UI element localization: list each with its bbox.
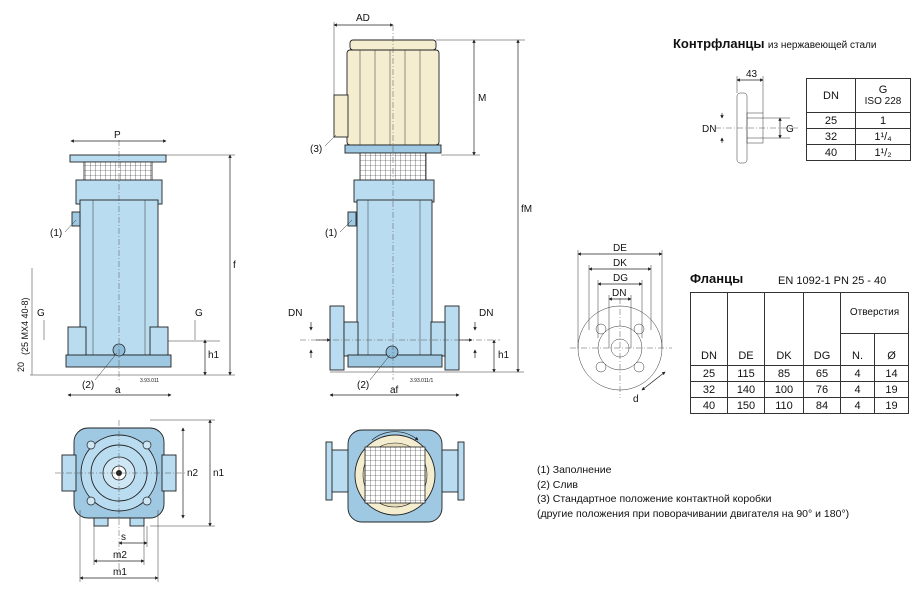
- table-header-cell: DE: [727, 292, 765, 366]
- flange-title: Фланцы: [690, 271, 744, 286]
- middle-pump-body: [356, 199, 433, 356]
- left-inlet-port: [67, 326, 87, 358]
- middle-inlet-flange: [329, 305, 345, 371]
- table-row: 25 115 85 65 4 14: [690, 365, 909, 382]
- table-row: 32 140 100 76 4 19: [690, 381, 909, 398]
- dim-label-h1-left: h1: [208, 350, 220, 361]
- motor-body: [346, 49, 440, 146]
- middle-outlet-flange: [444, 305, 460, 371]
- left-top-plate: [69, 154, 167, 163]
- note-filling: (1) Заполнение: [537, 464, 612, 476]
- middle-pump-dimensions: AD M fM af h1 DN DN (3) (1) (2) 3.93.011…: [288, 13, 532, 397]
- table-header-cell: DN: [806, 78, 856, 113]
- bolt-hole-icon: [595, 323, 607, 335]
- dim-label-m1: m1: [113, 567, 127, 578]
- counterflange-title: Контрфланцы из нержавеющей стали: [673, 36, 876, 51]
- dim-label-m2: m2: [113, 550, 127, 561]
- note-drain: (2) Слив: [537, 478, 578, 491]
- left-pump-side-view: [65, 140, 172, 380]
- bolt-icon: [142, 440, 152, 450]
- table-header-cell: DN: [690, 292, 728, 366]
- dim-label-43: 43: [746, 69, 758, 80]
- dim-label-d: d: [633, 394, 639, 405]
- dim-label-de: DE: [613, 243, 627, 254]
- callout-filling-middle: (1): [325, 228, 337, 239]
- left-pump-dimensions: P f a h1 G G (1) (2) (25 MX4 40-8) 20 3.…: [16, 130, 236, 397]
- callout-terminal-box: (3): [310, 144, 322, 155]
- table-header-cell: DK: [764, 292, 804, 366]
- bolt-hole-icon: [595, 361, 607, 373]
- dim-label-a: a: [115, 385, 121, 396]
- base-top-view-dimensions: n2 n1 s m2 m1: [79, 419, 225, 582]
- dim-label-ad: AD: [356, 13, 370, 24]
- counterflange-title-text: Контрфланцы: [673, 36, 765, 51]
- flange-sketch: DE DK DG DN d: [570, 243, 672, 405]
- callout-drain-middle: (2): [357, 380, 369, 391]
- counterflange-sketch: 43 DN G: [702, 69, 800, 164]
- middle-pump-side-view: [300, 25, 500, 380]
- counterflange-table: DN G ISO 228 25 1 32 1¹/₄ 40 1¹/₂: [806, 78, 911, 161]
- legend-notes: (1) Заполнение (2) Слив (3) Стандартное …: [537, 463, 849, 521]
- bolt-hole-icon: [633, 361, 645, 373]
- table-row: 40 150 110 84 4 19: [690, 397, 909, 414]
- base-top-view: [55, 420, 185, 575]
- bolt-icon: [86, 496, 96, 506]
- dim-label-dn-counterflange: DN: [702, 124, 716, 135]
- dim-label-dn-flange: DN: [612, 288, 626, 299]
- callout-drain-left: (2): [82, 380, 94, 391]
- table-header-cell: DG: [803, 292, 841, 366]
- drawing-number-left: 3.93.011: [140, 378, 159, 384]
- table-row: 32 1¹/₄: [806, 128, 911, 145]
- note-terminal-box: (3) Стандартное положение контактной кор…: [537, 493, 772, 505]
- holes-header-cell: Отверстия N. Ø: [840, 292, 909, 366]
- table-row: 25 1: [806, 112, 911, 129]
- dim-label-g-left: G: [37, 308, 45, 319]
- left-outlet-port: [149, 326, 169, 358]
- dim-label-m: M: [478, 93, 486, 104]
- table-header-cell: G ISO 228: [855, 78, 911, 113]
- table-row: 40 1¹/₂: [806, 144, 911, 161]
- dim-label-h1-middle: h1: [498, 350, 510, 361]
- dim-label-20: 20: [16, 362, 26, 372]
- flange-table: DN DE DK DG Отверстия N. Ø 25 115 85 65 …: [690, 292, 909, 414]
- drawing-number-middle: 3.93.011/1: [410, 378, 433, 384]
- callout-filling-left: (1): [50, 228, 62, 239]
- dim-label-n2: n2: [187, 468, 199, 479]
- flanged-base-top-view: [325, 429, 465, 523]
- dim-label-p: P: [114, 130, 121, 141]
- drain-plug-icon: [385, 345, 399, 359]
- bolt-hole-icon: [633, 323, 645, 335]
- bolt-icon: [142, 496, 152, 506]
- dim-label-g-right: G: [195, 308, 203, 319]
- terminal-box: [333, 94, 349, 138]
- flange-standard: EN 1092-1 PN 25 - 40: [778, 275, 887, 287]
- dim-label-g-counterflange: G: [786, 124, 794, 135]
- dim-label-dn-left: DN: [288, 308, 302, 319]
- dim-label-fm: fM: [521, 204, 532, 215]
- dim-label-n1: n1: [213, 468, 225, 479]
- dim-label-dg: DG: [613, 273, 628, 284]
- dim-label-dk: DK: [613, 258, 627, 269]
- left-base: [65, 354, 172, 368]
- dim-label-af: af: [390, 385, 399, 396]
- dim-label-s: s: [121, 532, 126, 543]
- bolt-icon: [86, 440, 96, 450]
- counterflange-subtitle: из нержавеющей стали: [767, 40, 877, 51]
- dim-label-f: f: [233, 260, 236, 271]
- rotated-model-label: (25 MX4 40-8): [20, 297, 30, 355]
- dim-label-dn-right: DN: [479, 308, 493, 319]
- note-motor-rotation: (другие положения при поворачивании двиг…: [537, 507, 850, 520]
